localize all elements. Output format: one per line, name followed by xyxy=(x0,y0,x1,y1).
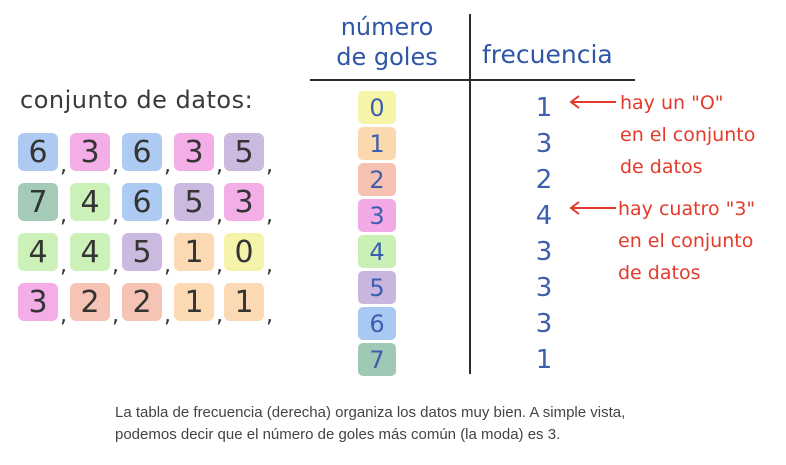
dataset-value: 3 xyxy=(224,183,264,221)
dataset-value: 3 xyxy=(18,283,58,321)
dataset-comma: , xyxy=(216,203,223,228)
goals-value: 1 xyxy=(358,127,396,160)
frequency-value: 1 xyxy=(535,93,553,123)
frequency-value: 1 xyxy=(535,345,553,375)
dataset-comma: , xyxy=(112,153,119,178)
dataset-title: conjunto de datos: xyxy=(20,86,254,114)
dataset-comma: , xyxy=(266,253,273,278)
frequency-value: 3 xyxy=(535,273,553,303)
dataset-comma: , xyxy=(216,253,223,278)
dataset-value: 5 xyxy=(224,133,264,171)
column-header-frequency: frecuencia xyxy=(482,40,613,69)
dataset-value: 1 xyxy=(174,283,214,321)
dataset-comma: , xyxy=(60,203,67,228)
annotation-three-line3: de datos xyxy=(618,262,701,284)
dataset-value: 3 xyxy=(174,133,214,171)
dataset-comma: , xyxy=(60,253,67,278)
frequency-value: 3 xyxy=(535,309,553,339)
dataset-comma: , xyxy=(60,153,67,178)
frequency-value: 3 xyxy=(535,237,553,267)
dataset-value: 3 xyxy=(70,133,110,171)
dataset-grid: 6,3,6,3,5,7,4,6,5,3,4,4,5,1,0,3,2,2,1,1, xyxy=(18,133,288,333)
dataset-value: 2 xyxy=(70,283,110,321)
column-header-goals: número de goles xyxy=(327,12,447,72)
column-header-goals-line1: número xyxy=(340,13,434,41)
dataset-comma: , xyxy=(164,303,171,328)
frequency-value: 4 xyxy=(535,201,553,231)
dataset-value: 7 xyxy=(18,183,58,221)
caption: La tabla de frecuencia (derecha) organiz… xyxy=(115,404,626,443)
dataset-comma: , xyxy=(112,303,119,328)
dataset-value: 6 xyxy=(122,133,162,171)
dataset-value: 6 xyxy=(122,183,162,221)
dataset-comma: , xyxy=(266,303,273,328)
dataset-value: 1 xyxy=(174,233,214,271)
frequency-value: 3 xyxy=(535,129,553,159)
dataset-value: 1 xyxy=(224,283,264,321)
annotation-three-line2: en el conjunto xyxy=(618,230,754,252)
dataset-value: 0 xyxy=(224,233,264,271)
annotation-three-line1: hay cuatro "3" xyxy=(618,198,756,220)
goals-value: 7 xyxy=(358,343,396,376)
dataset-value: 4 xyxy=(18,233,58,271)
dataset-value: 4 xyxy=(70,233,110,271)
dataset-value: 6 xyxy=(18,133,58,171)
annotation-zero-line3: de datos xyxy=(620,156,703,178)
annotation-arrow-three-icon xyxy=(569,201,616,215)
dataset-comma: , xyxy=(164,153,171,178)
dataset-comma: , xyxy=(266,203,273,228)
dataset-value: 4 xyxy=(70,183,110,221)
goals-value: 6 xyxy=(358,307,396,340)
annotation-zero-line2: en el conjunto xyxy=(620,124,756,146)
dataset-value: 5 xyxy=(174,183,214,221)
goals-value: 5 xyxy=(358,271,396,304)
dataset-comma: , xyxy=(216,303,223,328)
annotation-three: hay cuatro "3" en el conjunto de datos xyxy=(618,193,755,289)
dataset-comma: , xyxy=(266,153,273,178)
dataset-value: 2 xyxy=(122,283,162,321)
frequency-value: 2 xyxy=(535,165,553,195)
dataset-comma: , xyxy=(164,203,171,228)
annotation-arrow-zero-icon xyxy=(569,95,616,109)
dataset-comma: , xyxy=(112,253,119,278)
goals-value: 2 xyxy=(358,163,396,196)
goals-value: 4 xyxy=(358,235,396,268)
goals-value: 3 xyxy=(358,199,396,232)
goals-value: 0 xyxy=(358,91,396,124)
dataset-value: 5 xyxy=(122,233,162,271)
dataset-comma: , xyxy=(112,203,119,228)
annotation-zero: hay un "O" en el conjunto de datos xyxy=(620,87,755,183)
dataset-comma: , xyxy=(216,153,223,178)
annotation-zero-line1: hay un "O" xyxy=(620,92,724,114)
table-column-divider xyxy=(469,14,471,374)
table-header-rule xyxy=(310,79,635,81)
dataset-comma: , xyxy=(164,253,171,278)
column-header-goals-line2: de goles xyxy=(336,43,438,71)
dataset-comma: , xyxy=(60,303,67,328)
